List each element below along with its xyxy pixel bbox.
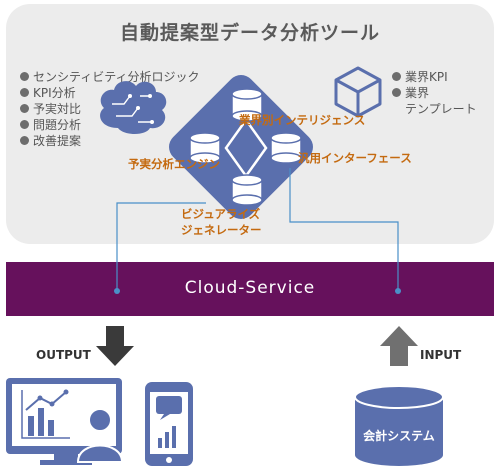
input-arrow-icon [380, 326, 418, 366]
feature-budget-actual: 予実対比 [20, 100, 200, 116]
input-label: INPUT [420, 348, 462, 362]
brain-icon [100, 81, 167, 134]
label-generic-interface: 汎用インターフェース [298, 151, 412, 165]
accounting-system-label: 会計システム [363, 429, 435, 443]
tool-title: 自動提案型データ分析ツール [119, 22, 380, 44]
bullet-icon [20, 71, 29, 81]
cube-icon [334, 66, 382, 118]
label-visualize-line1: ビジュアライズ [181, 207, 261, 221]
bullet-icon [392, 87, 401, 97]
person-icon [76, 408, 124, 463]
right-feature-list: 業界KPI 業界 テンプレート [392, 68, 477, 116]
cylinder-right-icon [270, 132, 302, 164]
bullet-icon [20, 87, 29, 97]
label-forecast-engine: 予実分析エンジン [128, 157, 220, 171]
accounting-system-icon [354, 385, 444, 466]
cylinder-left-icon [189, 132, 221, 164]
left-feature-list: センシティビティ分析ロジック KPI分析 予実対比 問題分析 改善提案 [20, 68, 200, 148]
cylinder-top-icon [231, 88, 263, 122]
bullet-icon [20, 135, 29, 145]
output-connector-line [116, 202, 206, 291]
label-industry-intelligence: 業界別インテリジェンス [239, 113, 366, 127]
output-label: OUTPUT [36, 348, 91, 362]
cylinder-bottom-icon [231, 174, 263, 206]
feature-improvement: 改善提案 [20, 132, 200, 148]
output-connector-dot [114, 288, 120, 294]
input-connector-line [289, 168, 399, 291]
cloud-service-label: Cloud-Service [184, 278, 316, 298]
feature-industry-template: 業界 [392, 84, 477, 100]
label-visualize-line2: ジェネレーター [181, 223, 262, 237]
feature-industry-kpi: 業界KPI [392, 68, 477, 84]
bullet-icon [392, 71, 401, 81]
smartphone-icon [145, 382, 193, 466]
feature-industry-template-line2: テンプレート [405, 101, 477, 116]
feature-problem-analysis: 問題分析 [20, 116, 200, 132]
core-diamond [169, 75, 313, 219]
output-arrow-icon [96, 326, 134, 366]
bullet-icon [20, 119, 29, 129]
cloud-service-bar [6, 262, 494, 316]
bullet-icon [20, 103, 29, 113]
input-connector-dot [395, 288, 401, 294]
feature-kpi: KPI分析 [20, 84, 200, 100]
feature-sensitivity: センシティビティ分析ロジック [20, 68, 200, 84]
